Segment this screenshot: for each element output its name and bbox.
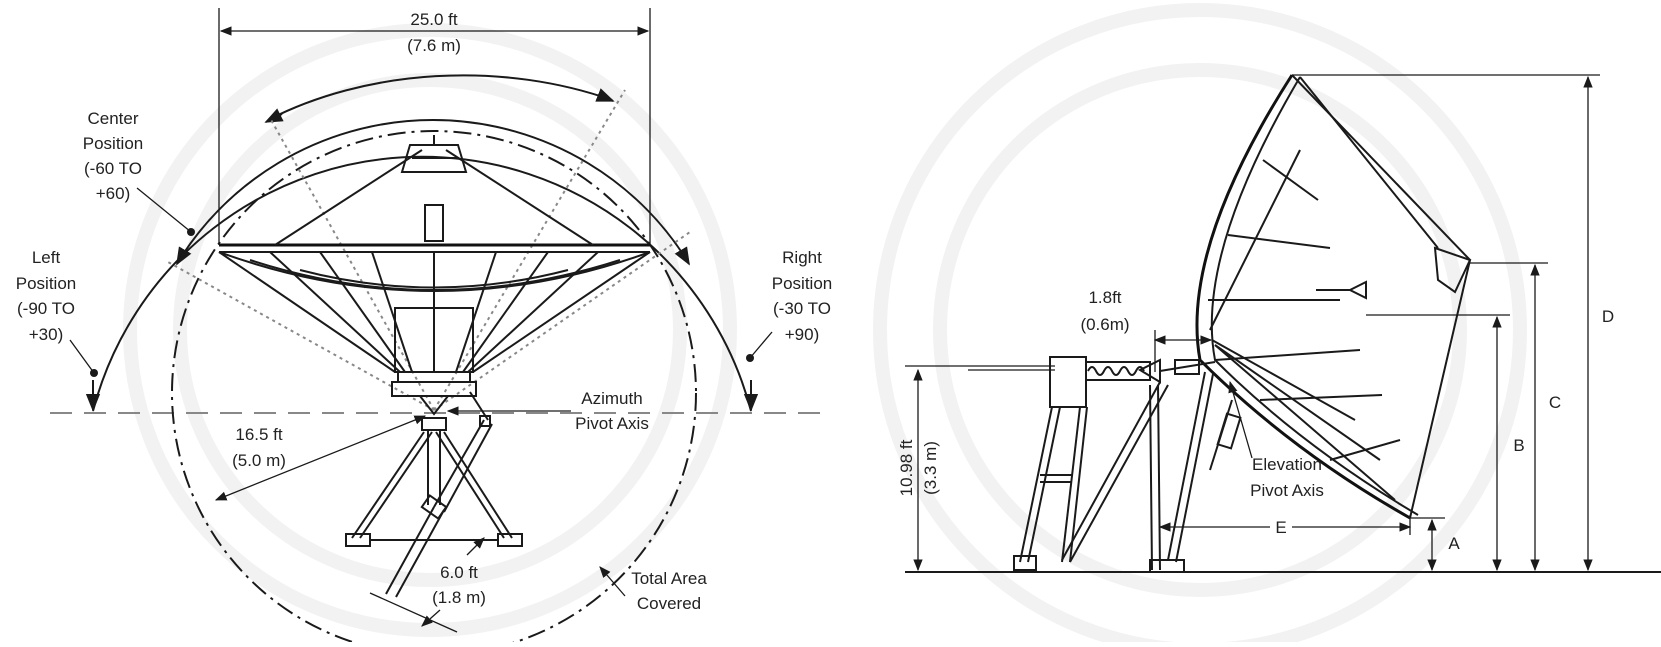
label-e: E	[1275, 518, 1286, 537]
tilt-line-4	[433, 231, 691, 411]
base-dim-arrow-down	[421, 609, 441, 627]
tilt-line-3	[167, 261, 435, 411]
width-dim-m: (7.6 m)	[407, 36, 461, 55]
offset-dim-ft: 1.8ft	[1088, 288, 1121, 307]
left-position-line4: +30)	[29, 325, 64, 344]
front-pedestal	[345, 391, 523, 598]
label-d: D	[1602, 307, 1614, 326]
top-rotation-arc	[267, 74, 613, 121]
elevation-line1: Elevation	[1252, 455, 1322, 474]
total-area-line2: Covered	[637, 594, 701, 613]
center-position-line3: (-60 TO	[84, 159, 142, 178]
azimuth-label-line1: Azimuth	[581, 389, 642, 408]
center-arc-arrow-left	[176, 246, 192, 266]
right-leader-dot	[746, 354, 754, 362]
base-dimension-line	[369, 592, 458, 633]
radius-dim-m: (5.0 m)	[232, 451, 286, 470]
total-area-line1: Total Area	[631, 569, 707, 588]
total-area-leader	[599, 566, 626, 597]
side-mount	[968, 356, 1242, 573]
height-dim-m: (3.3 m)	[921, 441, 940, 495]
height-dim-ft: 10.98 ft	[897, 439, 916, 496]
right-position-line4: +90)	[785, 325, 820, 344]
left-position-line2: Position	[16, 274, 76, 293]
front-dish	[218, 135, 651, 397]
front-view: 25.0 ft (7.6 m)	[16, 8, 832, 647]
width-dim-ft: 25.0 ft	[410, 10, 458, 29]
center-leader-dot	[187, 228, 195, 236]
center-position-line4: +60)	[96, 184, 131, 203]
label-a: A	[1448, 534, 1460, 553]
top-arc-arrow-left	[264, 108, 284, 123]
left-leader-dot	[90, 369, 98, 377]
offset-dim-m: (0.6m)	[1080, 315, 1129, 334]
total-area-circle	[171, 130, 697, 647]
radius-dimension-line	[214, 415, 427, 501]
center-rotation-arc	[177, 119, 689, 263]
left-position-line1: Left	[32, 248, 61, 267]
base-dim-ft: 6.0 ft	[440, 563, 478, 582]
azimuth-label-line2: Pivot Axis	[575, 414, 649, 433]
right-position-line2: Position	[772, 274, 832, 293]
top-arc-arrow-right	[595, 88, 615, 102]
label-b: B	[1513, 436, 1524, 455]
center-position-leader	[136, 187, 192, 233]
right-position-line1: Right	[782, 248, 822, 267]
left-position-leader	[69, 339, 95, 374]
side-view: 1.8ft (0.6m) 10.98 ft (3.3 m) Elevation …	[897, 74, 1661, 573]
e-label-bg	[1270, 516, 1292, 538]
radius-dim-ft: 16.5 ft	[235, 425, 283, 444]
base-dim-m: (1.8 m)	[432, 588, 486, 607]
center-position-line1: Center	[87, 109, 138, 128]
elevation-leader	[1228, 380, 1253, 459]
label-c: C	[1549, 393, 1561, 412]
center-position-line2: Position	[83, 134, 143, 153]
background-watermark	[123, 3, 1527, 647]
right-position-line3: (-30 TO	[773, 299, 831, 318]
elevation-line2: Pivot Axis	[1250, 481, 1324, 500]
left-position-line3: (-90 TO	[17, 299, 75, 318]
outer-rotation-arc	[92, 155, 752, 412]
tilt-line-2	[433, 89, 626, 411]
center-arc-arrow-right	[674, 246, 690, 266]
right-position-leader	[749, 331, 773, 359]
base-dim-arrow-up	[466, 537, 485, 556]
